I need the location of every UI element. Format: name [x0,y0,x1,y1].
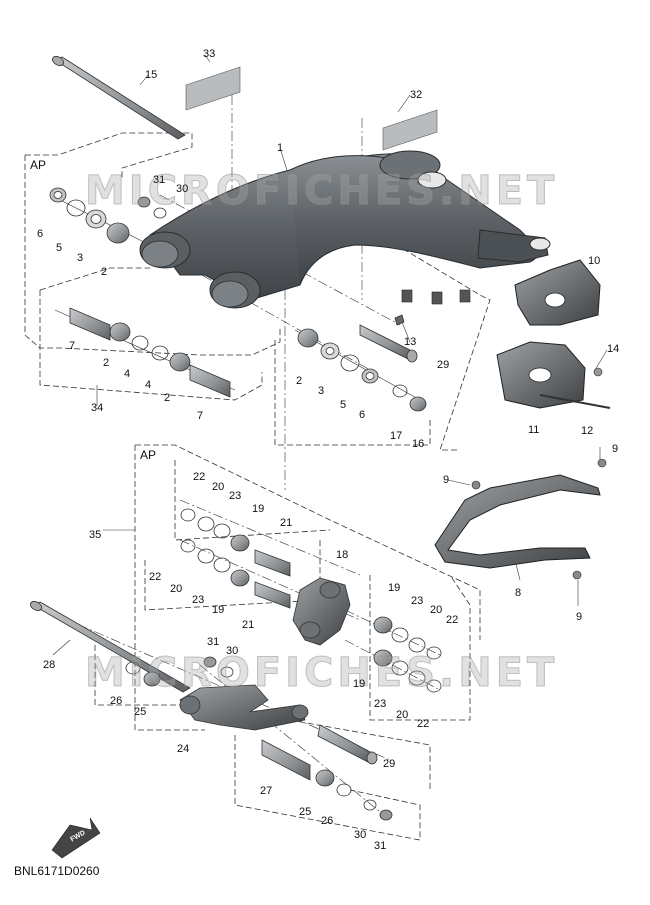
lower-linkage [30,508,442,821]
frame-bottom-left [94,645,180,706]
callout-9b: 9 [443,474,450,486]
label-plate-33 [185,66,241,111]
callout-7a: 7 [69,340,76,352]
frame-ap-lower-top [135,444,481,640]
callout-18: 18 [336,549,349,561]
callout-34: 34 [91,402,104,414]
callout-26a: 26 [110,695,123,707]
callout-19d: 19 [353,678,366,690]
swingarm [139,150,551,309]
frame-ap-lower [134,445,205,731]
callout-6b: 6 [359,409,366,421]
callout-3b: 3 [318,385,325,397]
chain-pullers [496,259,611,409]
callout-19a: 19 [252,503,265,515]
callout-30b: 30 [226,645,239,657]
callout-30a: 30 [176,183,189,195]
frame-34-top [39,267,150,291]
callout-13: 13 [404,336,417,348]
callout-28: 28 [43,659,56,671]
callout-16: 16 [412,438,425,450]
watermark-upper: MICROFICHES.NET [84,168,559,215]
callout-2c: 2 [164,392,171,404]
callout-5a: 5 [56,242,63,254]
frame-ap-upper-top [25,132,193,178]
callout-10: 10 [588,255,601,267]
callout-9c: 9 [576,611,583,623]
callout-21a: 21 [280,517,293,529]
callout-4b: 4 [145,379,152,391]
callout-9a: 9 [612,443,619,455]
callout-20c: 20 [430,604,443,616]
upper-bushings [49,187,427,412]
watermark-lower: MICROFICHES.NET [84,650,559,697]
callout-22c: 22 [446,614,459,626]
callout-22b: 22 [149,571,162,583]
callout-25b: 25 [299,806,312,818]
callout-2a: 2 [101,266,108,278]
group-label-ap-lower: AP [140,448,157,462]
callout-21b: 21 [242,619,255,631]
callout-25a: 25 [134,706,147,718]
callout-2b: 2 [103,357,110,369]
callout-7b: 7 [197,410,204,422]
frame-34 [39,290,263,401]
frame-chain-guide [379,234,491,451]
frame-right-bushings [274,340,431,446]
fwd-arrow-icon [51,817,101,859]
callout-29b: 29 [383,758,396,770]
callout-8: 8 [515,587,522,599]
diagram-code: BNL6171D0260 [14,864,100,878]
callout-2d: 2 [296,375,303,387]
group-label-ap-upper: AP [30,158,47,172]
callout-30c: 30 [354,829,367,841]
callout-19c: 19 [212,604,225,616]
chain-slider [434,458,607,580]
callout-27: 27 [260,785,273,797]
callout-33: 33 [203,48,216,60]
frame-right-group [369,574,471,721]
frame-upper-link [174,460,331,541]
callout-20a: 20 [212,481,225,493]
callout-1: 1 [277,142,284,154]
label-plate-32 [382,109,438,151]
callout-20d: 20 [396,709,409,721]
callout-32: 32 [410,89,423,101]
callout-35: 35 [89,529,102,541]
group-frames [24,132,491,841]
callout-29a: 29 [437,359,450,371]
callout-31b: 31 [207,636,220,648]
callout-14: 14 [607,343,620,355]
callout-3a: 3 [77,252,84,264]
frame-link [144,540,321,611]
callout-24: 24 [177,743,190,755]
callout-5b: 5 [340,399,347,411]
callout-6a: 6 [37,228,44,240]
frame-bottom-right [289,719,431,790]
callout-31c: 31 [374,840,387,852]
callout-4a: 4 [124,368,131,380]
callout-31a: 31 [153,174,166,186]
callout-26b: 26 [321,815,334,827]
callout-17: 17 [390,430,403,442]
callout-12: 12 [581,425,594,437]
callout-15: 15 [145,69,158,81]
callout-23c: 23 [411,595,424,607]
pivot-shaft [52,56,186,140]
callout-22d: 22 [417,718,430,730]
callout-23d: 23 [374,698,387,710]
callout-23b: 23 [192,594,205,606]
label-plates [185,66,438,151]
callout-11: 11 [528,424,540,436]
frame-bottom [234,735,421,841]
callout-19b: 19 [388,582,401,594]
callout-20b: 20 [170,583,183,595]
callout-22a: 22 [193,471,206,483]
callout-23a: 23 [229,490,242,502]
